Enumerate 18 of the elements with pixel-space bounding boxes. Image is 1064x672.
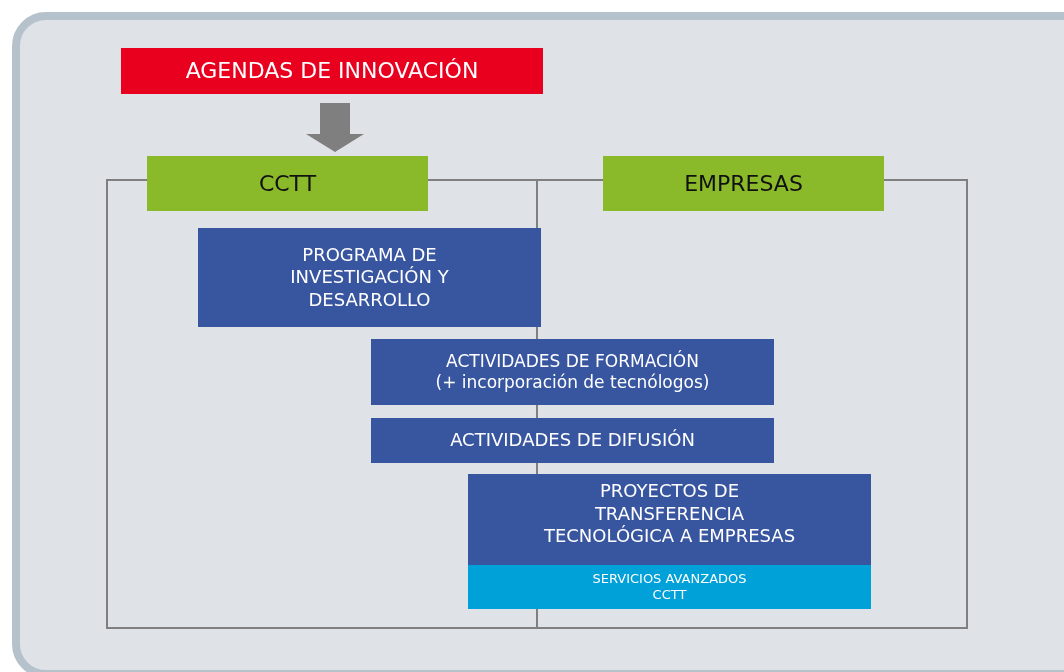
box-label: ACTIVIDADES DE FORMACIÓN — [446, 350, 699, 372]
sub-box — [468, 565, 871, 609]
box-label: CCTT — [258, 169, 317, 198]
process-box — [198, 228, 541, 327]
process-box — [371, 339, 774, 405]
box-label: AGENDAS DE INNOVACIÓN — [185, 57, 479, 85]
block-arrow — [306, 103, 364, 152]
box-label: PROYECTOS DE TRANSFERENCIA TECNOLÓGICA A EMPRESAS — [542, 480, 797, 548]
process-box — [468, 474, 871, 609]
box-label: (+ incorporación de tecnólogos) — [435, 372, 710, 394]
box-label: SERVICIOS AVANZADOS CCTT — [591, 570, 748, 604]
category-box — [147, 156, 428, 211]
box-label: PROGRAMA DE INVESTIGACIÓN Y DESARROLLO — [289, 243, 450, 312]
box-label: ACTIVIDADES DE DIFUSIÓN — [450, 429, 695, 452]
category-box — [603, 156, 884, 211]
title-banner — [121, 48, 543, 94]
box-label: EMPRESAS — [684, 169, 803, 198]
process-box — [371, 418, 774, 463]
